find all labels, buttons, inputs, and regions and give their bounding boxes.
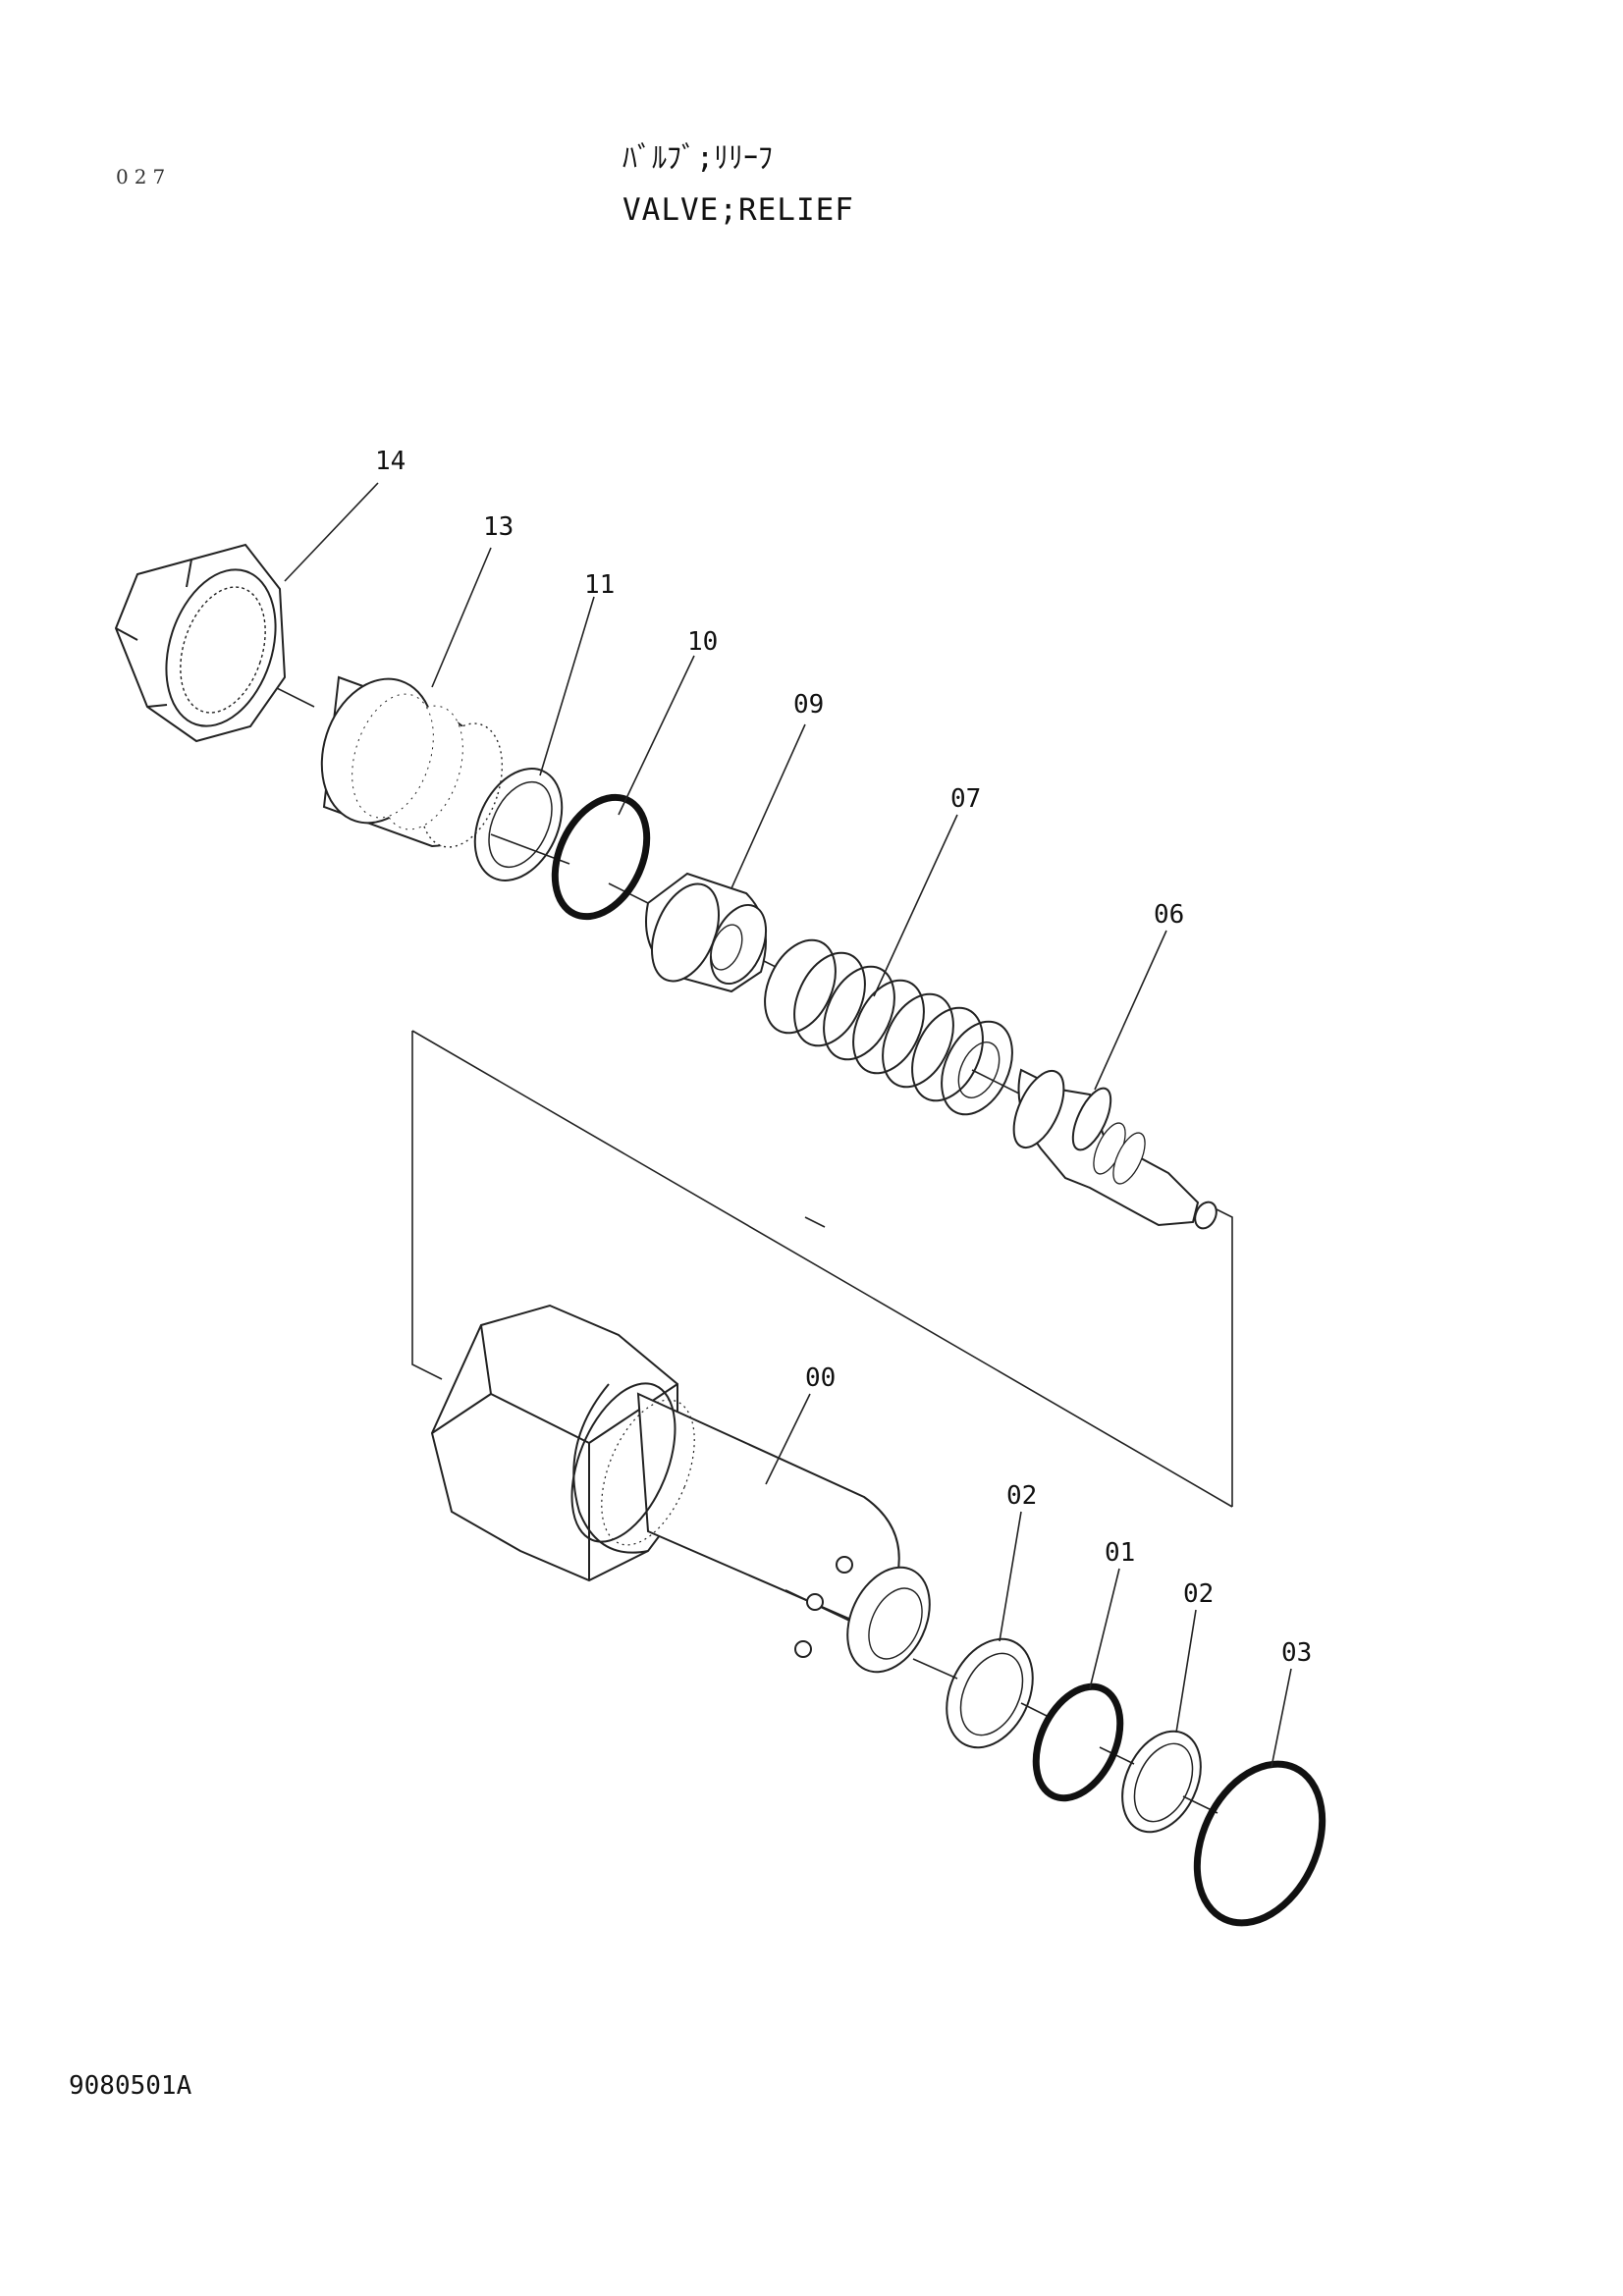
- part-11-washer[interactable]: [458, 755, 578, 895]
- callout-02-a: 02: [1006, 1481, 1037, 1511]
- callout-07: 07: [950, 784, 981, 814]
- callout-11: 11: [584, 570, 615, 600]
- callout-06: 06: [1154, 900, 1184, 930]
- callout-10: 10: [687, 627, 718, 657]
- part-14-hex-nut[interactable]: [114, 543, 295, 743]
- title-english: VALVE;RELIEF: [622, 192, 854, 228]
- part-00-valve-body[interactable]: [430, 1304, 946, 1685]
- callout-02-b: 02: [1183, 1579, 1214, 1609]
- part-10-o-ring[interactable]: [537, 782, 665, 932]
- part-09-spring-seat[interactable]: [639, 872, 777, 993]
- callout-01: 01: [1105, 1538, 1135, 1568]
- page-number: 027: [116, 165, 172, 188]
- callout-13: 13: [483, 512, 514, 542]
- part-13-threaded-sleeve[interactable]: [304, 665, 517, 858]
- part-06-poppet[interactable]: [1003, 1063, 1220, 1231]
- callout-03: 03: [1281, 1638, 1312, 1668]
- lower-centerline[interactable]: [912, 1658, 1218, 1814]
- part-02-backup-ring-a[interactable]: [930, 1626, 1050, 1762]
- callout-14: 14: [375, 447, 406, 476]
- title-japanese: ﾊﾞﾙﾌﾞ;ﾘﾘｰﾌ: [622, 141, 774, 176]
- part-02-backup-ring-b[interactable]: [1108, 1719, 1217, 1844]
- part-07-coil-spring[interactable]: [751, 929, 1026, 1126]
- leader-lines: [284, 482, 1292, 1768]
- assembly-reference-lines: [411, 1030, 1233, 1508]
- callout-09: 09: [793, 690, 824, 720]
- part-03-large-o-ring[interactable]: [1173, 1743, 1347, 1943]
- callout-00: 00: [805, 1363, 836, 1393]
- drawing-code: 9080501A: [69, 2071, 192, 2101]
- part-01-o-ring[interactable]: [1019, 1674, 1137, 1812]
